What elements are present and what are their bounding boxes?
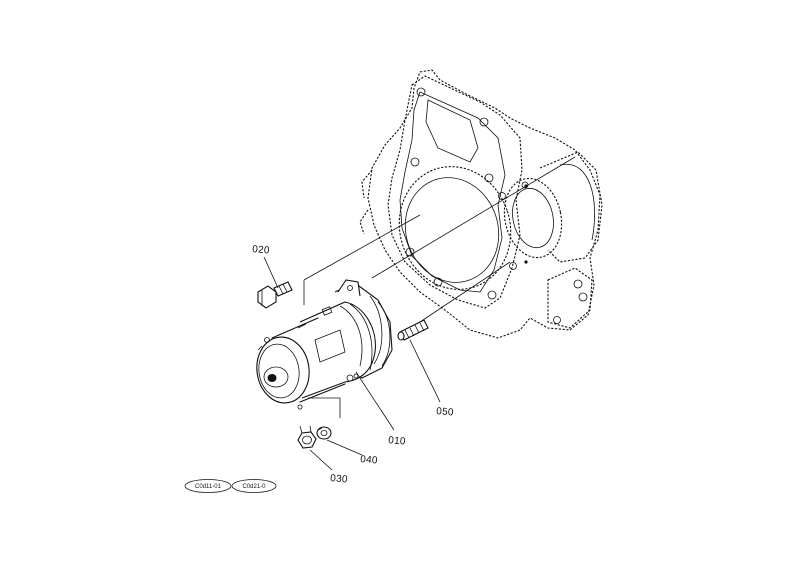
lock-washer [316,426,332,440]
label-020: 020 [252,244,271,257]
starter-motor [256,279,393,410]
reference-text-2: C0d21-0 [242,484,266,490]
label-040: 040 [360,454,379,467]
stud [397,319,429,341]
reference-text-1: C0d11-01 [195,484,222,490]
nut [297,425,317,449]
bolt [257,281,293,309]
label-050: 050 [436,406,455,419]
label-010: 010 [388,435,407,448]
reference-badge-1: C0d11-01 [184,479,232,493]
flywheel-housing [359,69,603,339]
label-030: 030 [330,473,349,486]
leader-lines [263,256,441,471]
assembly-center-lines [303,156,576,418]
reference-badge-2: C0d21-0 [231,479,277,493]
